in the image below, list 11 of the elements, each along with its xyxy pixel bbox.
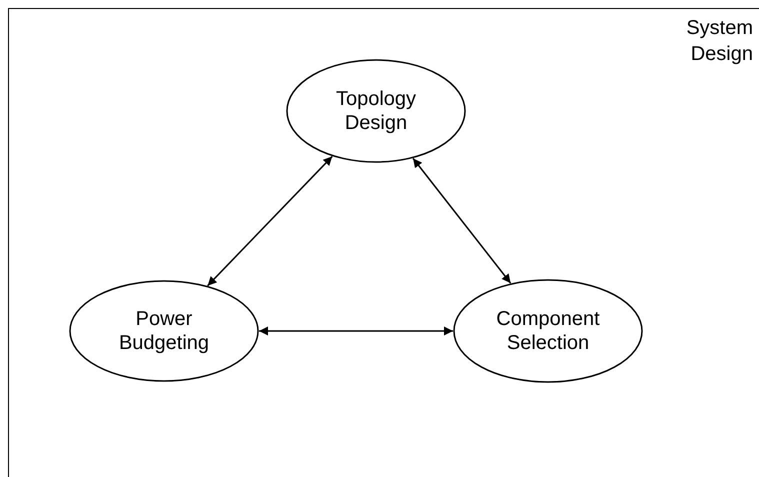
double-arrow bbox=[259, 326, 453, 336]
node-label: Power Budgeting bbox=[118, 307, 210, 355]
node-label: Component Selection bbox=[495, 307, 601, 355]
double-arrow bbox=[207, 156, 333, 286]
frame-title: System Design bbox=[685, 16, 753, 67]
double-arrow bbox=[412, 158, 512, 284]
process-ellipse bbox=[286, 59, 466, 163]
process-ellipse bbox=[69, 280, 259, 382]
node-label: Topology Design bbox=[334, 87, 418, 135]
system-frame bbox=[8, 8, 759, 477]
process-ellipse bbox=[453, 279, 643, 383]
